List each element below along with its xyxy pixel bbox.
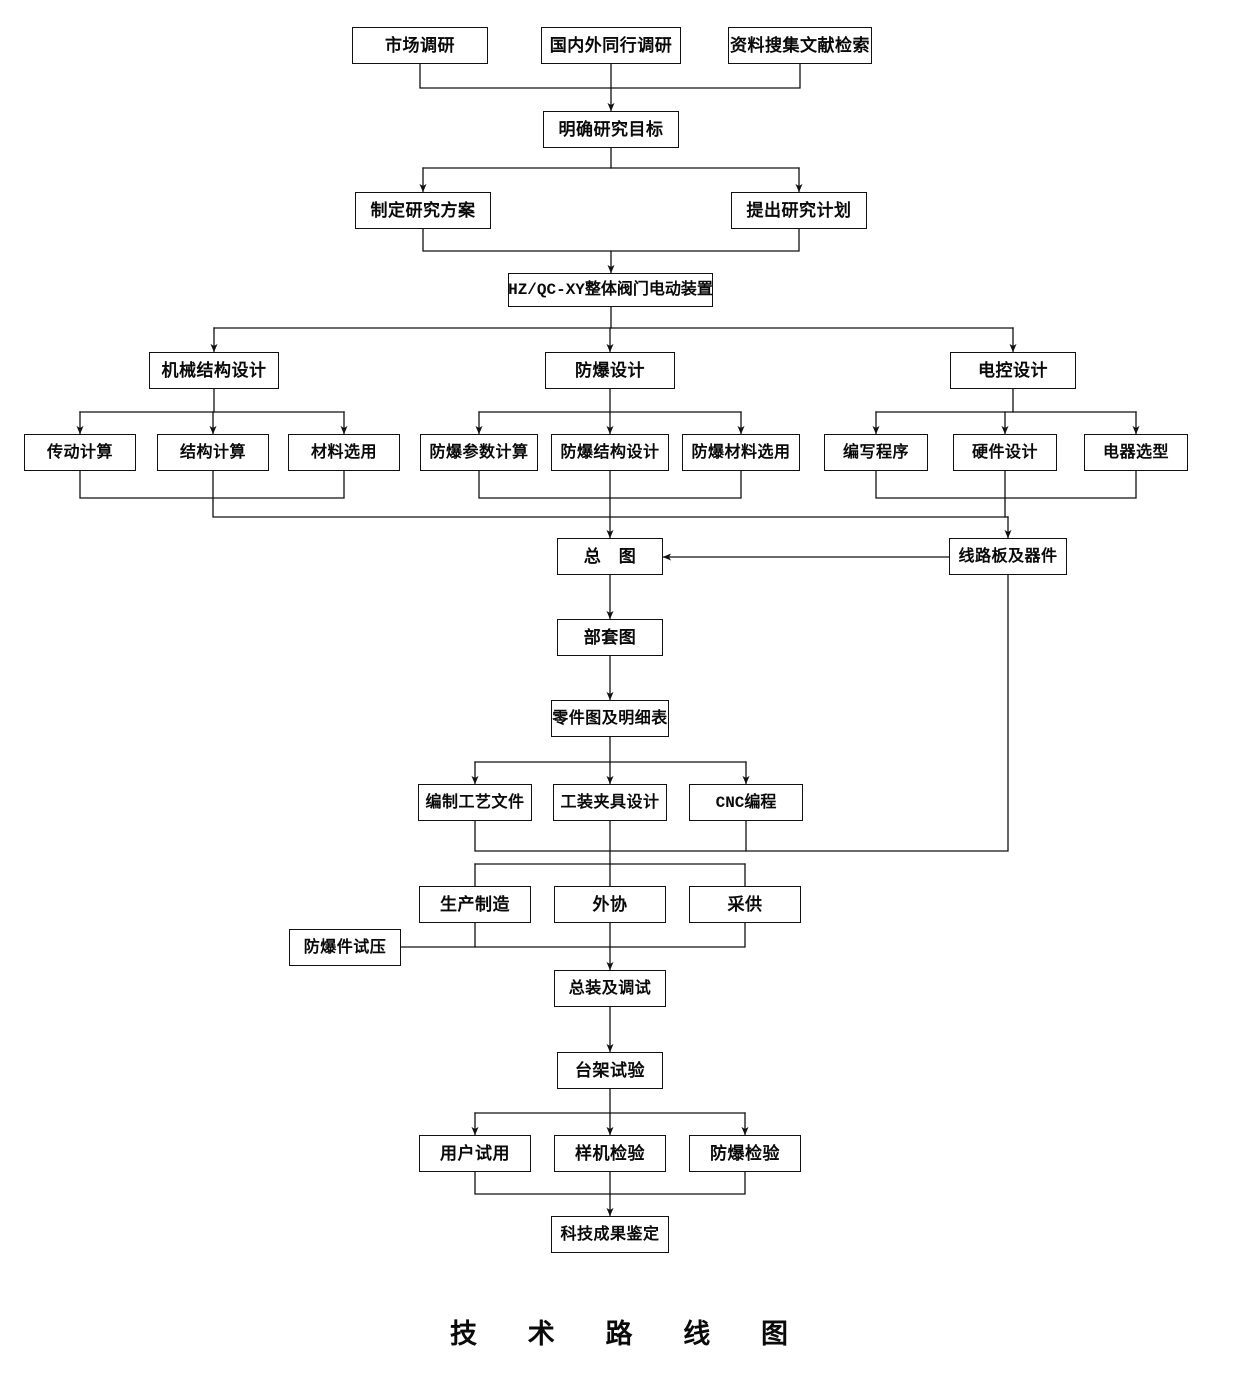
node-user-trial[interactable]: 用户试用 xyxy=(419,1135,531,1172)
node-research-plan-formulate[interactable]: 制定研究方案 xyxy=(355,192,491,229)
node-bench-test[interactable]: 台架试验 xyxy=(557,1052,663,1089)
node-mechanical-structure-design[interactable]: 机械结构设计 xyxy=(149,352,279,389)
node-ex-structure-design[interactable]: 防爆结构设计 xyxy=(551,434,669,471)
node-ex-parameter-calculation[interactable]: 防爆参数计算 xyxy=(420,434,538,471)
node-outsourcing[interactable]: 外协 xyxy=(554,886,666,923)
node-hardware-design[interactable]: 硬件设计 xyxy=(953,434,1057,471)
node-explosion-proof-design[interactable]: 防爆设计 xyxy=(545,352,675,389)
node-assembly-drawing[interactable]: 部套图 xyxy=(557,619,663,656)
node-market-research[interactable]: 市场调研 xyxy=(352,27,488,64)
node-electric-component-selection[interactable]: 电器选型 xyxy=(1084,434,1188,471)
node-program-writing[interactable]: 编写程序 xyxy=(824,434,928,471)
node-circuit-board-and-components[interactable]: 线路板及器件 xyxy=(949,538,1067,575)
node-process-documents[interactable]: 编制工艺文件 xyxy=(418,784,532,821)
node-scientific-achievement-appraisal[interactable]: 科技成果鉴定 xyxy=(551,1216,669,1253)
node-literature-search[interactable]: 资料搜集文献检索 xyxy=(728,27,872,64)
node-part-drawing-and-bom[interactable]: 零件图及明细表 xyxy=(551,700,669,737)
diagram-title: 技 术 路 线 图 xyxy=(450,1319,810,1349)
node-transmission-calculation[interactable]: 传动计算 xyxy=(24,434,136,471)
node-peer-research[interactable]: 国内外同行调研 xyxy=(541,27,681,64)
node-product-hz-qc-xy[interactable]: HZ/QC-XY整体阀门电动装置 xyxy=(508,273,713,307)
node-structural-calculation[interactable]: 结构计算 xyxy=(157,434,269,471)
node-final-assembly-and-debug[interactable]: 总装及调试 xyxy=(554,970,666,1007)
node-production-manufacturing[interactable]: 生产制造 xyxy=(419,886,531,923)
node-cnc-programming[interactable]: CNC编程 xyxy=(689,784,803,821)
node-prototype-inspection[interactable]: 样机检验 xyxy=(554,1135,666,1172)
node-research-schedule-propose[interactable]: 提出研究计划 xyxy=(731,192,867,229)
node-ex-part-pressure-test[interactable]: 防爆件试压 xyxy=(289,929,401,966)
node-material-selection[interactable]: 材料选用 xyxy=(288,434,400,471)
node-ex-proof-inspection[interactable]: 防爆检验 xyxy=(689,1135,801,1172)
node-define-research-goal[interactable]: 明确研究目标 xyxy=(543,111,679,148)
node-procurement[interactable]: 采供 xyxy=(689,886,801,923)
node-tooling-fixture-design[interactable]: 工装夹具设计 xyxy=(553,784,667,821)
node-electrical-control-design[interactable]: 电控设计 xyxy=(950,352,1076,389)
node-general-drawing[interactable]: 总 图 xyxy=(557,538,663,575)
node-ex-material-selection[interactable]: 防爆材料选用 xyxy=(682,434,800,471)
